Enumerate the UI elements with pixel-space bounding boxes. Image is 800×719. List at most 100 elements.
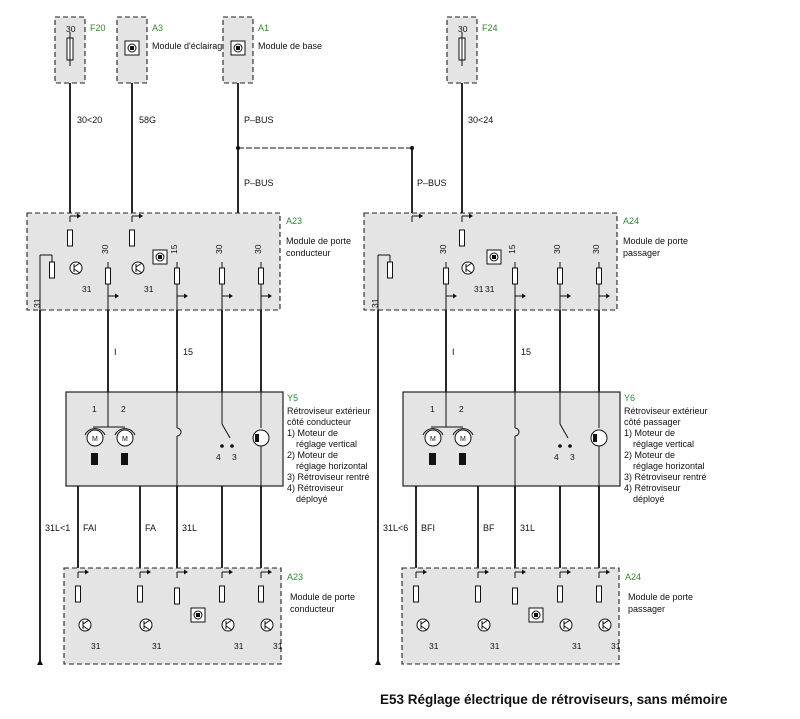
wire-label-pbus-3: P–BUS — [417, 178, 447, 188]
y6-line-4: réglage vertical — [633, 439, 694, 449]
y6-line-6: réglage horizontal — [633, 461, 705, 471]
a24u-name-1: Module de porte — [623, 236, 688, 246]
ground-terminal-left — [37, 659, 43, 665]
a24u-name-2: passager — [623, 248, 660, 258]
top-wires: 30<20 58G P–BUS P–BUS P–BUS 30<24 — [69, 83, 493, 215]
y5-line-9: déployé — [296, 494, 328, 504]
a23u-name-1: Module de porte — [286, 236, 351, 246]
y5-code: Y5 — [287, 393, 298, 403]
a24u-pin-2: 15 — [507, 244, 517, 254]
a23l-ground-2: 31 — [152, 641, 162, 651]
a23l-name-2: conducteur — [290, 604, 335, 614]
a24u-pin-1: 30 — [438, 244, 448, 254]
a23u-pin-2: 15 — [169, 244, 179, 254]
ground-terminal-right — [375, 659, 381, 665]
y5-line-1: Rétroviseur extérieur — [287, 406, 371, 416]
y5-line-7: 3) Rétroviseur rentré — [287, 472, 370, 482]
y6-line-3: 1) Moteur de — [624, 428, 675, 438]
a24u-m-ground-2: 31 — [485, 284, 495, 294]
a24l-name-2: passager — [628, 604, 665, 614]
wire-label-right-15: 15 — [521, 347, 531, 357]
a3-name: Module d'éclairage — [152, 41, 227, 51]
a24l-code: A24 — [625, 572, 641, 582]
wire-label-fai: FAI — [83, 523, 97, 533]
y5-line-4: réglage vertical — [296, 439, 357, 449]
y6-n2: 2 — [459, 404, 464, 414]
module-a3: A3 Module d'éclairage — [116, 16, 227, 84]
y5-line-6: réglage horizontal — [296, 461, 368, 471]
a24u-m-ground-1: 31 — [474, 284, 484, 294]
a23u-pin-1: 30 — [100, 244, 110, 254]
a23u-pin-3: 30 — [214, 244, 224, 254]
y5-n2: 2 — [121, 404, 126, 414]
a24u-ground: 31 — [370, 298, 380, 308]
y5-n1: 1 — [92, 404, 97, 414]
module-a1: A1 Module de base — [222, 16, 322, 84]
a24u-pin-3: 30 — [552, 244, 562, 254]
y6-line-7: 3) Rétroviseur rentré — [624, 472, 707, 482]
diagram-title: E53 Réglage électrique de rétroviseurs, … — [380, 692, 728, 707]
a23l-ground-3: 31 — [234, 641, 244, 651]
y6-line-1: Rétroviseur extérieur — [624, 406, 708, 416]
y6-line-8: 4) Rétroviseur — [624, 483, 681, 493]
f20-code: F20 — [90, 23, 106, 33]
y6-n4: 4 — [554, 452, 559, 462]
a23l-code: A23 — [287, 572, 303, 582]
wire-label-pbus-1: P–BUS — [244, 115, 274, 125]
a24u-code: A24 — [623, 216, 639, 226]
fuse-f24: 30 F24 — [446, 16, 498, 84]
f20-pin: 30 — [66, 24, 76, 34]
wire-label-left-15: 15 — [183, 347, 193, 357]
y6-code: Y6 — [624, 393, 635, 403]
y5-n3: 3 — [232, 452, 237, 462]
a24l-ground-2: 31 — [490, 641, 500, 651]
y5-line-8: 4) Rétroviseur — [287, 483, 344, 493]
a1-name: Module de base — [258, 41, 322, 51]
wire-label-31l-right: 31L — [520, 523, 535, 533]
wire-label-fa: FA — [145, 523, 156, 533]
y5-line-3: 1) Moteur de — [287, 428, 338, 438]
wire-label-left-i: I — [114, 347, 117, 357]
a23u-m-ground-2: 31 — [144, 284, 154, 294]
wire-label-31l-6: 31L<6 — [383, 523, 408, 533]
a24u-pin-4: 30 — [591, 244, 601, 254]
door-module-a23-lower: A23 Module de porte conducteur 31 31 31 … — [63, 567, 355, 665]
wire-label-30-20: 30<20 — [77, 115, 102, 125]
wire-label-30-24: 30<24 — [468, 115, 493, 125]
f24-code: F24 — [482, 23, 498, 33]
lower-wires: 31L<1 FAI FA 31L 31L<6 BFI BF 31L — [45, 486, 600, 570]
wire-label-bf: BF — [483, 523, 495, 533]
a23l-ground-4: 31 — [273, 641, 283, 651]
y6-n1: 1 — [430, 404, 435, 414]
a24l-name-1: Module de porte — [628, 592, 693, 602]
door-module-a23-upper: A23 Module de porte conducteur 31 31 31 … — [26, 212, 351, 311]
a3-code: A3 — [152, 23, 163, 33]
door-module-a24-upper: A24 Module de porte passager 31 30 31 15… — [363, 212, 688, 311]
a23u-m-ground-1: 31 — [82, 284, 92, 294]
wire-label-58g: 58G — [139, 115, 156, 125]
y5-line-2: côté conducteur — [287, 417, 351, 427]
mid-wires: I 15 I 15 — [39, 310, 600, 665]
wire-label-right-i: I — [452, 347, 455, 357]
door-module-a24-lower: A24 Module de porte passager 31 31 31 31 — [401, 567, 693, 665]
mirror-y5: Y5 Rétroviseur extérieur côté conducteur… — [65, 391, 371, 504]
y6-line-5: 2) Moteur de — [624, 450, 675, 460]
a23l-ground-1: 31 — [91, 641, 101, 651]
wire-label-bfi: BFI — [421, 523, 435, 533]
y5-line-5: 2) Moteur de — [287, 450, 338, 460]
a23l-name-1: Module de porte — [290, 592, 355, 602]
a23u-pin-4: 30 — [253, 244, 263, 254]
wire-label-31l-left: 31L — [182, 523, 197, 533]
y6-n3: 3 — [570, 452, 575, 462]
a1-code: A1 — [258, 23, 269, 33]
a23u-name-2: conducteur — [286, 248, 331, 258]
wire-label-pbus-2: P–BUS — [244, 178, 274, 188]
f24-pin: 30 — [458, 24, 468, 34]
a24l-ground-3: 31 — [572, 641, 582, 651]
mirror-y6: Y6 Rétroviseur extérieur côté passager 1… — [402, 391, 708, 504]
a23u-ground: 31 — [32, 298, 42, 308]
a23u-code: A23 — [286, 216, 302, 226]
fuse-f20: 30 F20 — [54, 16, 106, 84]
a24l-ground-1: 31 — [429, 641, 439, 651]
